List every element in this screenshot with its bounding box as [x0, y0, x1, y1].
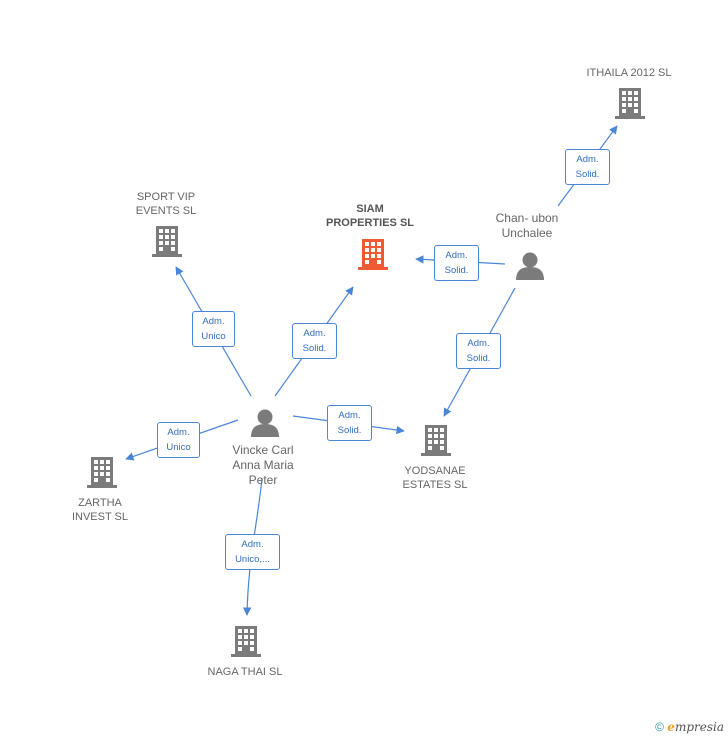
- vincke-label[interactable]: Vincke Carl Anna Maria Peter: [232, 443, 294, 487]
- ithaila-label[interactable]: ITHAILA 2012 SL: [586, 67, 672, 79]
- yodsanae-building-icon[interactable]: [421, 425, 451, 456]
- edge-label-vincke-naga[interactable]: Adm. Unico,...: [225, 534, 280, 570]
- zartha-building-icon[interactable]: [87, 457, 117, 488]
- zartha-label[interactable]: ZARTHA INVEST SL: [71, 497, 129, 523]
- vincke-person-icon[interactable]: [251, 409, 279, 438]
- brand-rest: mpresia: [674, 720, 724, 734]
- siam-label[interactable]: SIAM PROPERTIES SL: [325, 203, 415, 229]
- edge-label-vincke-zartha[interactable]: Adm. Unico: [157, 422, 200, 458]
- sport-vip-building-icon[interactable]: [152, 226, 182, 257]
- edge-label-vincke-yodsanae[interactable]: Adm. Solid.: [327, 405, 372, 441]
- chan-label[interactable]: Chan- ubon Unchalee: [495, 211, 559, 240]
- edge-label-chan-ithaila[interactable]: Adm. Solid.: [565, 149, 610, 185]
- brand-initial: e: [667, 720, 675, 734]
- edge-label-vincke-siam[interactable]: Adm. Solid.: [292, 323, 337, 359]
- empresia-logo[interactable]: empresia: [667, 720, 724, 734]
- ithaila-building-icon[interactable]: [615, 88, 645, 119]
- copyright-symbol: ©: [655, 720, 664, 734]
- yodsanae-label[interactable]: YODSANAE ESTATES SL: [402, 465, 468, 491]
- siam-building-icon[interactable]: [358, 239, 388, 270]
- edge-label-chan-siam[interactable]: Adm. Solid.: [434, 245, 479, 281]
- edge-label-vincke-sport[interactable]: Adm. Unico: [192, 311, 235, 347]
- naga-label[interactable]: NAGA THAI SL: [207, 666, 283, 678]
- chan-person-icon[interactable]: [516, 252, 544, 281]
- footer-brand: © empresia: [655, 720, 724, 734]
- naga-building-icon[interactable]: [231, 626, 261, 657]
- edge-label-chan-yodsanae[interactable]: Adm. Solid.: [456, 333, 501, 369]
- sport-vip-label[interactable]: SPORT VIP EVENTS SL: [135, 191, 197, 217]
